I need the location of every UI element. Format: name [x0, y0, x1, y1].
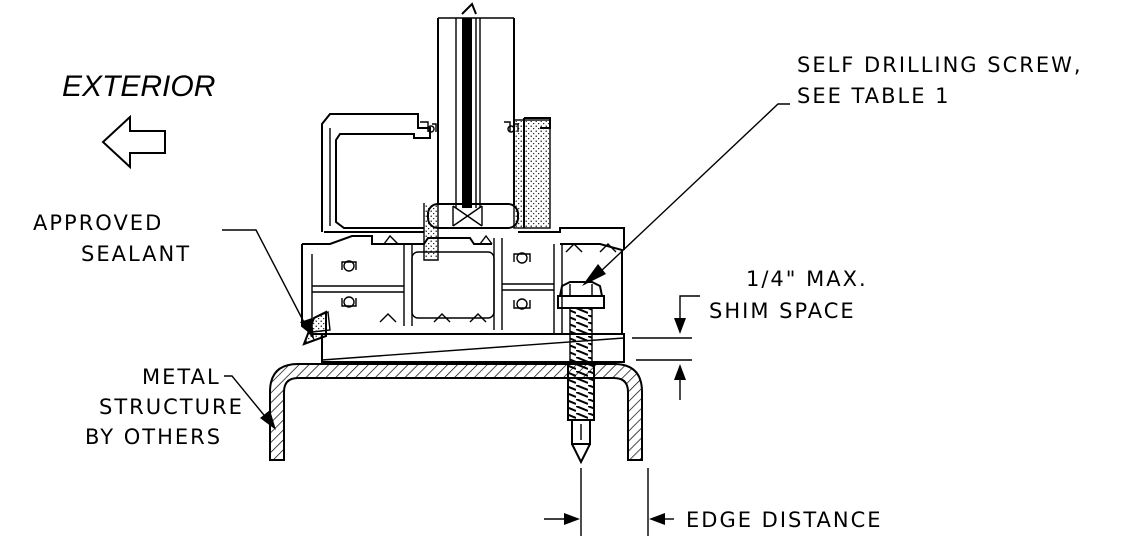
sealant-leader [222, 229, 314, 340]
screw-label-line2: SEE TABLE 1 [797, 84, 951, 108]
screw-leader [582, 103, 790, 286]
self-drilling-screw [557, 281, 605, 465]
sealant-label-line2: SEALANT [81, 242, 191, 266]
glazing-gasket-right [513, 119, 551, 229]
glass-panel [437, 2, 515, 208]
setting-block [427, 203, 519, 229]
metal-label-line3: BY OTHERS [85, 425, 222, 449]
sealant-label-line1: APPROVED [33, 211, 163, 235]
frame-profile [301, 234, 623, 335]
arrow-left-icon [101, 114, 166, 170]
metal-label-line2: STRUCTURE [99, 395, 244, 419]
shim-dimension [632, 295, 700, 400]
edge-distance-label: EDGE DISTANCE [686, 508, 883, 532]
metal-label-line1: METAL [142, 365, 221, 389]
shim-label-line1: 1/4" MAX. [746, 267, 868, 291]
exterior-label: EXTERIOR [62, 70, 215, 103]
screw-label-line1: SELF DRILLING SCREW, [797, 53, 1083, 77]
metal-leader [224, 375, 276, 430]
sash-profile [321, 113, 625, 250]
shim-label-line2: SHIM SPACE [709, 299, 856, 323]
edge-distance-dimension [544, 468, 674, 536]
metal-structure [269, 363, 643, 461]
